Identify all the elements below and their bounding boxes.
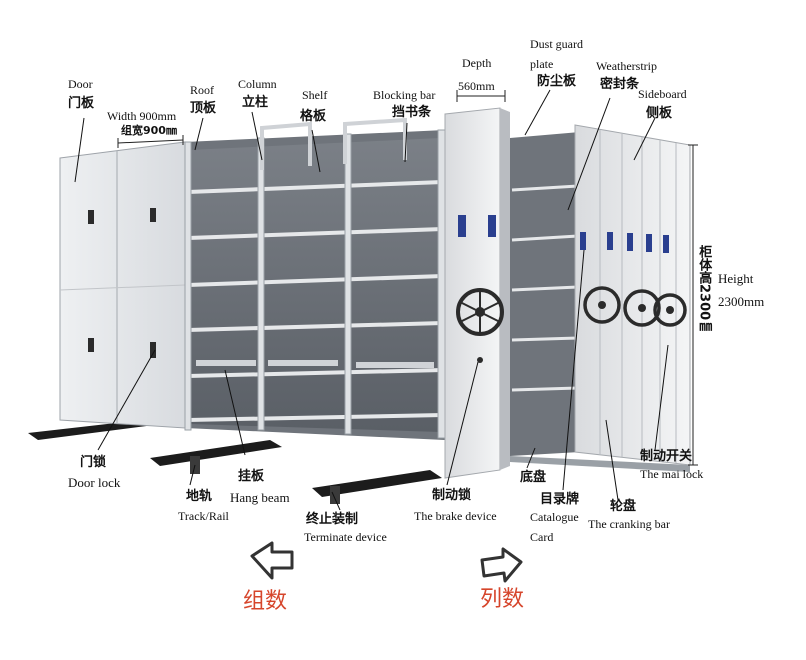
label-brake-zh: 制动锁 (432, 488, 472, 503)
label-blocking-en: Blocking bar (373, 88, 436, 102)
label-doorlock-zh: 门锁 (80, 455, 107, 470)
label-width-en: Width 900mm (107, 109, 177, 123)
label-shelf-zh: 格板 (300, 109, 327, 124)
label-weather-en: Weatherstrip (596, 59, 658, 73)
label-roof-zh: 顶板 (190, 101, 217, 116)
label-catalogue-en-2: Card (530, 530, 554, 544)
label-shelf-en: Shelf (302, 88, 328, 102)
label-term-zh: 终止装制 (306, 512, 359, 527)
group-arrow-icon (250, 541, 294, 580)
label-doorlock-en: Door lock (68, 475, 121, 490)
label-depth-value: 560mm (458, 79, 495, 93)
door-handle-icon (88, 210, 94, 224)
label-blocking-zh: 挡书条 (392, 105, 432, 120)
label-width-zh: 组宽900㎜ (121, 124, 177, 137)
leader-lines (74, 89, 669, 511)
label-crank-zh: 轮盘 (610, 499, 637, 514)
label-mainlock-en: The mai lock (640, 467, 704, 481)
end-panel (444, 107, 510, 479)
door-panel (59, 141, 186, 429)
label-dust-zh: 防尘板 (537, 74, 577, 89)
label-catalogue-zh: 目录牌 (540, 492, 580, 507)
label-track-en: Track/Rail (178, 509, 229, 523)
label-crank-en: The cranking bar (588, 517, 670, 531)
label-weather-zh: 密封条 (600, 77, 640, 92)
label-roof-en: Roof (190, 83, 214, 97)
label-base-zh: 底盘 (520, 470, 547, 485)
label-term-en: Terminate device (304, 530, 387, 544)
label-mainlock-zh: 制动开关 (640, 449, 693, 464)
shelf-unit (184, 117, 447, 440)
label-column-en: Column (238, 77, 277, 91)
label-door-zh: 门板 (68, 96, 95, 111)
label-height-value: 2300mm (718, 294, 765, 309)
label-hang-en: Hang beam (230, 490, 290, 505)
label-side-en: Sideboard (638, 87, 687, 101)
label-dust-en-1: Dust guard (530, 37, 583, 51)
column-count-label: 列数 (480, 587, 525, 612)
column-arrow-icon (480, 547, 523, 583)
mobile-cabinets (510, 124, 691, 472)
label-dust-en-2: plate (530, 57, 554, 71)
label-catalogue-en-1: Catalogue (530, 510, 579, 524)
catalogue-card-icon (458, 215, 466, 237)
label-height-en: Height (718, 271, 754, 286)
label-track-zh: 地轨 (186, 489, 213, 504)
label-depth-en: Depth (462, 56, 492, 70)
label-side-zh: 侧板 (646, 106, 673, 121)
label-column-zh: 立柱 (242, 95, 269, 110)
label-door-en: Door (68, 77, 93, 91)
group-count-label: 组数 (243, 589, 288, 614)
label-brake-en: The brake device (414, 509, 497, 523)
label-hang-zh: 挂板 (238, 469, 265, 484)
label-height-zh: 柜体高2300㎜ (696, 245, 712, 334)
